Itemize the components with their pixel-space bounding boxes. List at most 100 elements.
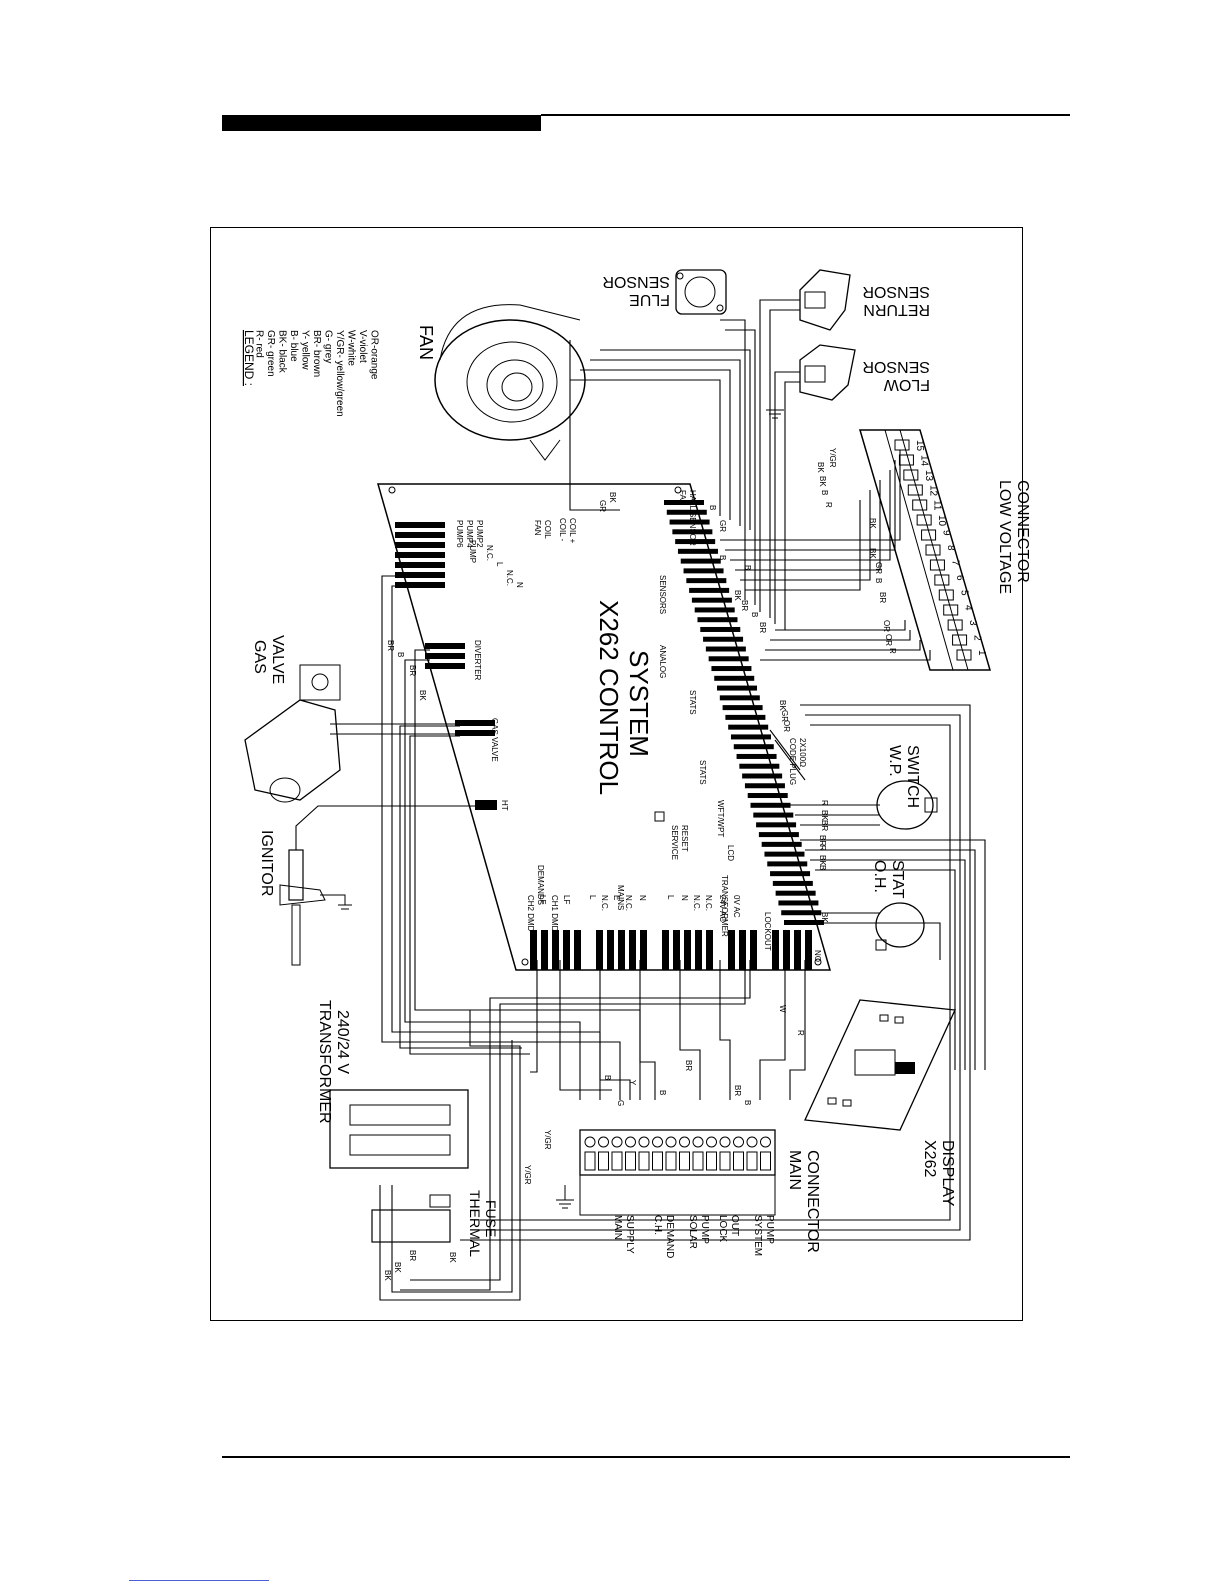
board-pin	[772, 880, 813, 886]
board-pin	[708, 656, 749, 662]
board-pin	[695, 930, 702, 970]
wire-color-label: BK	[820, 810, 829, 821]
service-reset-button[interactable]	[654, 811, 665, 822]
stats-label-2: STATS	[698, 760, 707, 785]
main-terminal	[611, 1151, 623, 1171]
board-pin	[629, 930, 636, 970]
lv-terminal-number: 6	[954, 575, 965, 581]
wire-color-label: BK	[820, 912, 829, 923]
board-pin	[750, 802, 791, 808]
main-terminal-screw	[652, 1136, 663, 1148]
wire-color-label: BR	[408, 665, 417, 676]
board-pin	[680, 558, 721, 564]
lv-terminal-number: 2	[972, 635, 983, 641]
main-terminal-screw	[760, 1136, 771, 1148]
header-rule	[541, 114, 1070, 116]
board-pin	[733, 744, 774, 750]
wire-color-label: GR	[874, 562, 883, 574]
board-pin	[761, 841, 802, 847]
header-bar	[222, 115, 541, 131]
board-pin	[596, 930, 603, 970]
analog-label: ANALOG	[658, 645, 667, 678]
board-pin	[742, 773, 783, 779]
bottom-pin-label: N	[638, 895, 647, 901]
board-pin	[673, 930, 680, 970]
fan-coil-label-2: COIL	[543, 520, 552, 539]
wire-color-label: OR	[884, 634, 893, 646]
board-pin	[805, 930, 812, 970]
flow-sensor-label: FLOW	[883, 376, 930, 393]
pump-pin-block	[395, 522, 445, 588]
legend-item: G- grey	[323, 330, 334, 363]
wire-color-label: GR	[598, 500, 607, 512]
ch-demand-label-2: DEMAND	[664, 1215, 675, 1258]
thermal-fuse: THERMAL FUSE	[371, 1190, 499, 1257]
flue-sensor-label: FLUE	[629, 291, 670, 308]
lockout-pin-label: LOCKOUT	[763, 912, 772, 951]
wire-color-label: B	[718, 555, 727, 560]
board-pin	[783, 930, 790, 970]
bottom-pin-label: 24V AC	[718, 895, 727, 922]
legend-item: BR- brown	[311, 330, 322, 377]
wire-color-label: BR	[758, 622, 767, 633]
display-label: X262	[921, 1140, 938, 1177]
board-pin	[736, 753, 777, 759]
main-terminal-screw	[665, 1136, 677, 1148]
lv-terminal	[952, 634, 968, 646]
wire-color-label: G	[616, 1100, 625, 1106]
wire-color-label: BK	[393, 1262, 402, 1273]
lv-terminal-number: 15	[914, 440, 925, 452]
diverter-pin-block	[425, 643, 465, 669]
wire-color-label: B	[658, 1090, 667, 1095]
board-pin	[770, 871, 811, 877]
pump-pin-label: PUMP2	[475, 520, 484, 548]
legend-item: R- red	[254, 330, 265, 358]
footer-link-underline[interactable]	[129, 1580, 269, 1581]
main-terminal	[692, 1151, 704, 1171]
legend-item: GR- green	[265, 330, 276, 377]
bottom-pin-label: N.C.	[692, 895, 701, 911]
board-pin	[706, 930, 713, 970]
wire-color-label: R	[888, 648, 897, 654]
main-terminal	[598, 1151, 609, 1171]
ignitor-label: IGNITOR	[258, 830, 275, 896]
lv-terminal-number: 14	[918, 455, 929, 467]
board-pin	[683, 568, 724, 574]
transformer-label: TRANSFORMER	[316, 1000, 333, 1124]
board-pin	[703, 636, 744, 642]
board-pin	[677, 548, 718, 554]
board-pin	[784, 920, 824, 925]
bottom-pin-label: CH2 DMD	[526, 895, 535, 932]
legend-title: LEGEND :	[242, 330, 256, 386]
gas-valve-pin-label: GAS VALVE	[490, 718, 499, 762]
main-terminal	[584, 1151, 596, 1171]
wire-color-label: BR	[733, 1085, 742, 1096]
lcd-label: LCD	[726, 845, 735, 861]
board-pin	[756, 822, 797, 828]
wire-color-label: B	[818, 865, 827, 870]
board-pin	[664, 500, 704, 505]
return-sensor: RETURN SENSOR	[799, 269, 930, 331]
board-pin	[666, 509, 707, 515]
wire-color-label: Y	[628, 1080, 637, 1086]
wp-switch-label-2: SWITCH	[904, 745, 921, 808]
no-label: NO	[813, 950, 822, 962]
board-pin	[711, 666, 752, 672]
legend-item: BK- black	[277, 330, 288, 374]
board-pin	[744, 783, 785, 789]
board-pin	[530, 930, 537, 970]
board-pin	[717, 685, 758, 691]
main-terminal	[638, 1151, 650, 1171]
board-pin	[725, 714, 766, 720]
return-sensor-label-2: SENSOR	[862, 283, 930, 300]
fan-label: FAN	[416, 325, 436, 360]
flue-sensor-label-2: SENSOR	[602, 273, 670, 290]
main-terminal	[679, 1151, 690, 1171]
lv-terminal	[947, 619, 963, 631]
ignitor: IGNITOR	[258, 830, 352, 966]
legend-item: Y/GR- yellow/green	[334, 330, 345, 417]
lv-terminal-number: 11	[932, 500, 943, 511]
wire-color-label: OR	[882, 620, 891, 632]
flow-sensor: FLOW SENSOR	[766, 344, 930, 419]
